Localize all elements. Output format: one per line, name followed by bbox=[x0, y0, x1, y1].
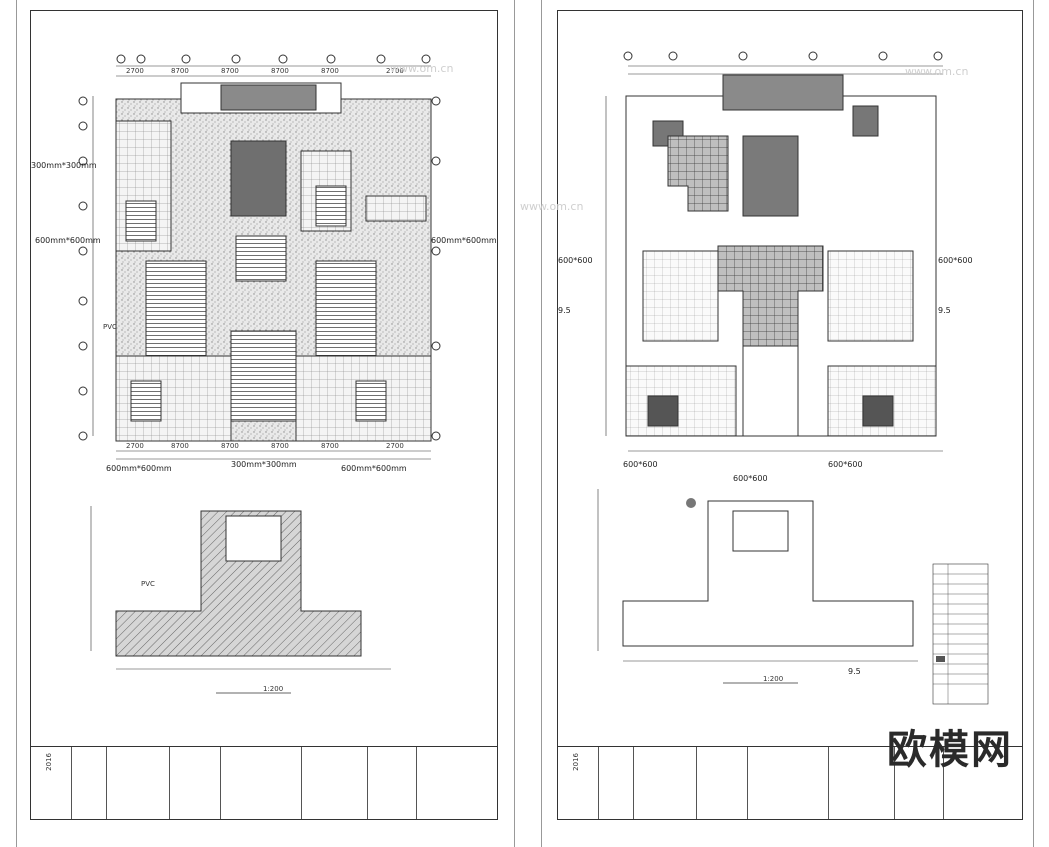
rnote-right-2: 9.5 bbox=[938, 306, 951, 315]
pvc-note-left: PVC bbox=[103, 323, 117, 331]
rnote-bottom-4: 9.5 bbox=[848, 667, 861, 676]
page-divider-right bbox=[1033, 0, 1034, 847]
lower-roof-plan bbox=[597, 489, 918, 662]
grid-bubbles-left bbox=[78, 96, 88, 441]
left-floor-plan: 2700 8700 8700 8700 8700 2700 2700 8700 … bbox=[31, 54, 497, 694]
grid-bubbles-top bbox=[116, 54, 431, 64]
watermark-faint-3: www.om.cn bbox=[905, 65, 969, 78]
dim-top-2: 8700 bbox=[171, 67, 189, 75]
grid-bubbles-top-right bbox=[623, 51, 943, 61]
title-block-right: 2016 bbox=[558, 746, 1022, 819]
left-drawing-sheet: 2700 8700 8700 8700 8700 2700 2700 8700 … bbox=[30, 10, 498, 820]
pvc-note-lower: PVC bbox=[141, 580, 155, 588]
title-block-left: 2016 bbox=[31, 746, 497, 819]
central-stair bbox=[230, 330, 297, 422]
right-ceiling-plan: 600*600 9.5 600*600 9.5 600*600 600*600 … bbox=[558, 51, 989, 705]
grid-bubbles-right bbox=[431, 96, 441, 441]
watermark-logo: 欧模网 bbox=[887, 726, 1013, 773]
page-divider-mid-b bbox=[541, 0, 542, 847]
page-divider-mid-a bbox=[514, 0, 515, 847]
rnote-left-1: 600*600 bbox=[558, 256, 593, 265]
note-right-1: 600mm*600mm bbox=[431, 236, 497, 245]
dim-top-6: 2700 bbox=[386, 67, 404, 75]
dim-top-4: 8700 bbox=[271, 67, 289, 75]
central-void bbox=[230, 140, 287, 217]
scale-label-right: 1:200 bbox=[763, 675, 783, 683]
note-bottom-1: 600mm*600mm bbox=[106, 464, 172, 473]
dim-bottom-5: 8700 bbox=[321, 442, 339, 450]
note-left-2: 600mm*600mm bbox=[35, 236, 101, 245]
right-drawing-sheet: 600*600 9.5 600*600 9.5 600*600 600*600 … bbox=[557, 10, 1023, 820]
rnote-bottom-2: 600*600 bbox=[733, 474, 768, 483]
note-bottom-3: 600mm*600mm bbox=[341, 464, 407, 473]
note-bottom-2: 300mm*300mm bbox=[231, 460, 297, 469]
watermark-faint-2: www.om.cn bbox=[520, 200, 584, 213]
dim-bottom-2: 8700 bbox=[171, 442, 189, 450]
scale-label-left: 1:200 bbox=[263, 685, 283, 693]
note-left-1: 300mm*300mm bbox=[31, 161, 97, 170]
dim-top-3: 8700 bbox=[221, 67, 239, 75]
watermark-faint-1: www.om.cn bbox=[390, 62, 454, 75]
page-divider-left bbox=[16, 0, 17, 847]
lower-floor-plan bbox=[90, 506, 391, 670]
dim-bottom-6: 2700 bbox=[386, 442, 404, 450]
rnote-right-1: 600*600 bbox=[938, 256, 973, 265]
rnote-bottom-3: 600*600 bbox=[828, 460, 863, 469]
top-dark-block bbox=[220, 84, 317, 111]
dim-top-5: 8700 bbox=[321, 67, 339, 75]
dim-bottom-3: 8700 bbox=[221, 442, 239, 450]
dim-bottom-4: 8700 bbox=[271, 442, 289, 450]
tiled-ceiling-area bbox=[667, 135, 729, 212]
rnote-left-2: 9.5 bbox=[558, 306, 571, 315]
legend-table bbox=[932, 563, 989, 705]
dim-top-1: 2700 bbox=[126, 67, 144, 75]
rnote-bottom-1: 600*600 bbox=[623, 460, 658, 469]
dim-bottom-1: 2700 bbox=[126, 442, 144, 450]
